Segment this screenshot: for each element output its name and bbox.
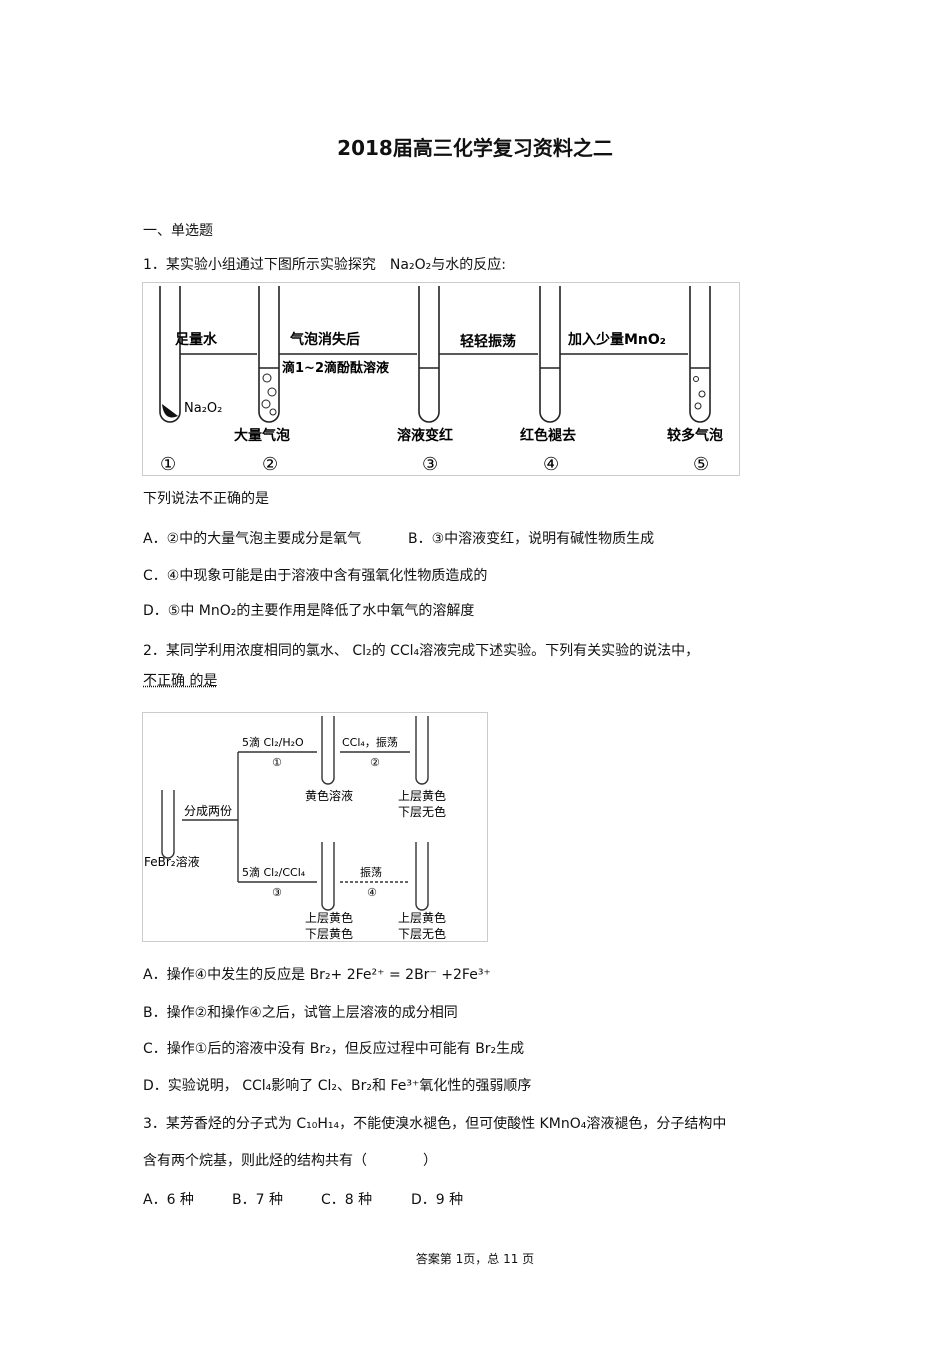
tube-bot1-caption-b: 下层黄色 <box>305 927 353 941</box>
q2-stem: 2．某同学利用浓度相同的氯水、 Cl₂的 CCl₄溶液完成下述实验。下列有关实验… <box>143 643 700 659</box>
step1-num: ① <box>272 756 282 769</box>
q3-stem-line1: 3．某芳香烃的分子式为 C₁₀H₁₄，不能使溴水褪色，但可使酸性 KMnO₄溶液… <box>143 1116 727 1132</box>
q2-figure: FeBr₂溶液 分成两份 5滴 Cl₂/H₂O ① CCl₄，振荡 ② 黄色溶液… <box>142 712 488 942</box>
step3-label: 5滴 Cl₂/CCl₄ <box>242 865 306 879</box>
step4-label: 振荡 <box>360 865 382 879</box>
tube-bot2-caption-b: 下层无色 <box>398 927 446 941</box>
q1-stem-end: 与水的反应: <box>431 257 506 273</box>
caption-4: 红色褪去 <box>520 427 576 444</box>
step1-label: 5滴 Cl₂/H₂O <box>242 735 304 749</box>
arrow-label-3: 滴1~2滴酚酞溶液 <box>282 360 389 376</box>
split-label: 分成两份 <box>184 804 232 818</box>
q1-option-d: D．⑤中 MnO₂的主要作用是降低了水中氧气的溶解度 <box>143 603 475 619</box>
q1-prompt: 下列说法不正确的是 <box>143 491 269 507</box>
q1-option-a: A．②中的大量气泡主要成分是氧气 <box>143 531 362 547</box>
q1-stem-text: 1．某实验小组通过下图所示实验探究 <box>143 257 376 273</box>
tube-top2-caption-a: 上层黄色 <box>398 789 446 803</box>
step4-num: ④ <box>367 886 377 899</box>
number-4: ④ <box>543 454 559 475</box>
arrow-label-1: 足量水 <box>175 331 218 348</box>
q3-option-a: A．6 种 <box>143 1192 194 1208</box>
arrow-label-2: 气泡消失后 <box>289 331 360 348</box>
q3-option-c: C．8 种 <box>321 1192 373 1208</box>
q2-stem-2: 不正确 的是 <box>143 673 218 689</box>
q3-option-d: D．9 种 <box>411 1192 464 1208</box>
start-label: FeBr₂溶液 <box>144 854 200 869</box>
number-2: ② <box>262 454 278 475</box>
page-footer: 答案第 1页，总 11 页 <box>415 1252 535 1266</box>
step2-num: ② <box>370 756 380 769</box>
page-title: 2018届高三化学复习资料之二 <box>337 136 613 160</box>
q1-option-b: B．③中溶液变红，说明有碱性物质生成 <box>408 531 655 547</box>
step3-num: ③ <box>272 886 282 899</box>
number-5: ⑤ <box>693 454 709 475</box>
arrow-label-4: 轻轻振荡 <box>460 333 516 350</box>
caption-3: 溶液变红 <box>397 427 453 444</box>
number-3: ③ <box>422 454 438 475</box>
tube-bot1-caption-a: 上层黄色 <box>305 911 353 925</box>
q2-option-a: A．操作④中发生的反应是 Br₂+ 2Fe²⁺ = 2Br⁻ +2Fe³⁺ <box>143 967 491 983</box>
q2-option-b: B．操作②和操作④之后，试管上层溶液的成分相同 <box>143 1005 458 1021</box>
reagent-label: Na₂O₂ <box>184 401 222 416</box>
caption-5: 较多气泡 <box>667 427 723 444</box>
caption-2: 大量气泡 <box>234 427 290 444</box>
section-heading: 一、单选题 <box>143 223 213 239</box>
tube-top1-caption: 黄色溶液 <box>305 788 353 803</box>
q1-stem: 1．某实验小组通过下图所示实验探究 Na₂O₂与水的反应: <box>143 254 506 274</box>
q1-figure: 足量水 气泡消失后 滴1~2滴酚酞溶液 轻轻振荡 加入少量MnO₂ Na₂O₂ … <box>142 282 740 476</box>
tube-bot2-caption-a: 上层黄色 <box>398 911 446 925</box>
arrow-label-5: 加入少量MnO₂ <box>567 331 666 348</box>
q2-option-d: D．实验说明， CCl₄影响了 Cl₂、Br₂和 Fe³⁺氧化性的强弱顺序 <box>143 1078 532 1094</box>
number-1: ① <box>160 454 176 475</box>
q3-stem-line2: 含有两个烷基，则此烃的结构共有（ ） <box>143 1153 437 1169</box>
test-tubes <box>159 286 711 423</box>
q1-formula: Na₂O₂ <box>389 257 432 273</box>
tube-top2-caption-b: 下层无色 <box>398 805 446 819</box>
q2-option-c: C．操作①后的溶液中没有 Br₂，但反应过程中可能有 Br₂生成 <box>143 1041 525 1057</box>
step2-label: CCl₄，振荡 <box>342 735 398 749</box>
q1-option-c: C．④中现象可能是由于溶液中含有强氧化性物质造成的 <box>143 568 488 584</box>
q3-option-b: B．7 种 <box>232 1192 283 1208</box>
